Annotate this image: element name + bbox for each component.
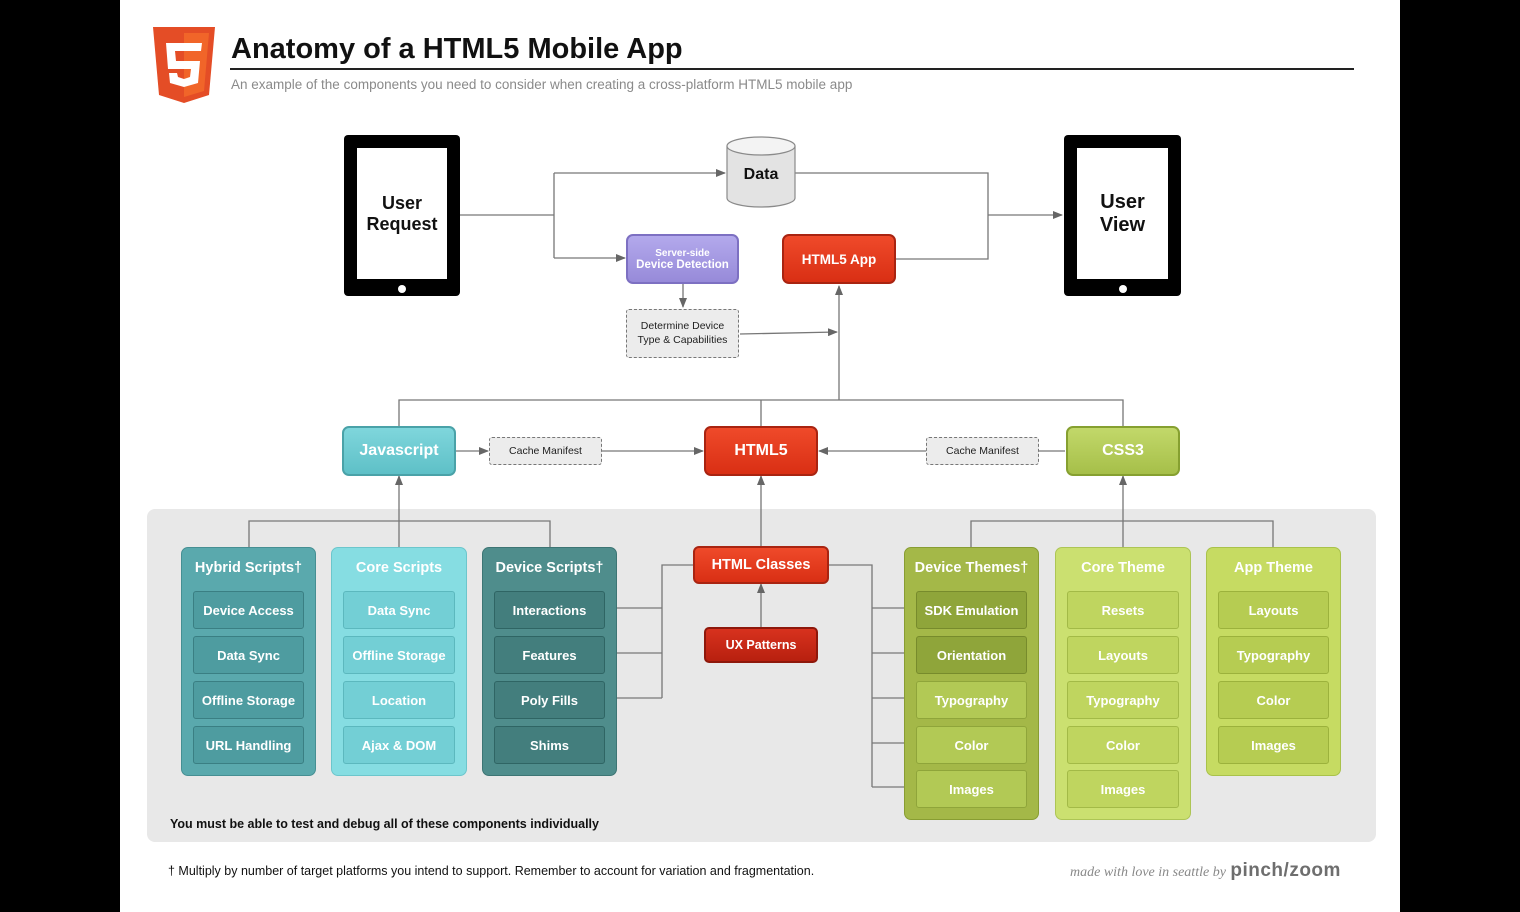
home-button-icon [398, 285, 406, 293]
device-themes-column: Device Themes† SDK Emulation Orientation… [904, 547, 1039, 820]
hybrid-scripts-column: Hybrid Scripts† Device Access Data Sync … [181, 547, 316, 776]
list-item: Images [916, 770, 1027, 808]
page-title: Anatomy of a HTML5 Mobile App [231, 33, 683, 65]
cache-manifest-right-label: Cache Manifest [946, 445, 1019, 457]
device-themes-title: Device Themes† [914, 560, 1029, 576]
list-item: Data Sync [193, 636, 304, 674]
user-view-device: User View [1064, 135, 1181, 296]
credit-tagline: made with love in seattle by [1070, 865, 1226, 880]
javascript-node: Javascript [342, 426, 456, 476]
device-scripts-title: Device Scripts† [495, 560, 604, 576]
determine-device-line2: Type & Capabilities [637, 333, 728, 346]
cache-manifest-left-label: Cache Manifest [509, 445, 582, 457]
list-item: Color [1067, 726, 1179, 764]
list-item: Typography [1218, 636, 1329, 674]
data-label: Data [743, 166, 779, 183]
list-item: Layouts [1067, 636, 1179, 674]
html5-logo-icon [153, 27, 215, 103]
list-item: Color [1218, 681, 1329, 719]
footnote: † Multiply by number of target platforms… [168, 864, 815, 878]
list-item: Color [916, 726, 1027, 764]
css3-label: CSS3 [1102, 442, 1144, 459]
list-item: Layouts [1218, 591, 1329, 629]
html5-app-label: HTML5 App [801, 251, 877, 267]
home-button-icon [1118, 285, 1127, 293]
title-divider [230, 68, 1354, 70]
list-item: Poly Fills [494, 681, 605, 719]
list-item: Ajax & DOM [343, 726, 455, 764]
list-item: Shims [494, 726, 605, 764]
ux-patterns-node: UX Patterns [704, 627, 818, 663]
list-item: URL Handling [193, 726, 304, 764]
javascript-label: Javascript [359, 442, 439, 459]
html5-label: HTML5 [734, 442, 788, 459]
ux-patterns-label: UX Patterns [725, 638, 797, 652]
list-item: Features [494, 636, 605, 674]
list-item: Location [343, 681, 455, 719]
html5-node: HTML5 [704, 426, 818, 476]
user-request-label: User Request [357, 148, 447, 279]
credit: made with love in seattle by pinch/zoom [1070, 860, 1341, 882]
cache-manifest-left: Cache Manifest [489, 437, 602, 465]
device-scripts-column: Device Scripts† Interactions Features Po… [482, 547, 617, 776]
diagram-page: Anatomy of a HTML5 Mobile App An example… [120, 0, 1400, 912]
server-side-label: Server-side [655, 247, 710, 259]
connector-lines [248, 169, 1274, 791]
core-theme-column: Core Theme Resets Layouts Typography Col… [1055, 547, 1191, 820]
credit-brand: pinch/zoom [1230, 860, 1341, 881]
app-theme-title: App Theme [1234, 560, 1313, 576]
core-scripts-column: Core Scripts Data Sync Offline Storage L… [331, 547, 467, 776]
list-item: Offline Storage [193, 681, 304, 719]
determine-device-note: Determine Device Type & Capabilities [626, 309, 739, 358]
list-item: Images [1218, 726, 1329, 764]
list-item: Data Sync [343, 591, 455, 629]
app-theme-column: App Theme Layouts Typography Color Image… [1206, 547, 1341, 776]
list-item: Interactions [494, 591, 605, 629]
determine-device-line1: Determine Device [640, 320, 725, 333]
core-theme-title: Core Theme [1081, 560, 1165, 576]
database-icon [726, 136, 796, 208]
device-detection-label: Device Detection [636, 258, 729, 271]
css3-node: CSS3 [1066, 426, 1180, 476]
list-item: Typography [916, 681, 1027, 719]
list-item: SDK Emulation [916, 591, 1027, 629]
list-item: Offline Storage [343, 636, 455, 674]
user-request-device: User Request [344, 135, 460, 296]
list-item: Images [1067, 770, 1179, 808]
panel-note: You must be able to test and debug all o… [170, 817, 599, 831]
list-item: Orientation [916, 636, 1027, 674]
hybrid-scripts-title: Hybrid Scripts† [194, 560, 303, 576]
html-classes-label: HTML Classes [711, 557, 811, 573]
list-item: Device Access [193, 591, 304, 629]
cache-manifest-right: Cache Manifest [926, 437, 1039, 465]
html-classes-node: HTML Classes [693, 546, 829, 584]
page-subtitle: An example of the components you need to… [231, 77, 853, 92]
core-scripts-title: Core Scripts [355, 560, 443, 576]
list-item: Typography [1067, 681, 1179, 719]
html5-app-node: HTML5 App [782, 234, 896, 284]
user-view-label: User View [1077, 148, 1168, 279]
list-item: Resets [1067, 591, 1179, 629]
server-side-device-detection: Server-side Device Detection [626, 234, 739, 284]
